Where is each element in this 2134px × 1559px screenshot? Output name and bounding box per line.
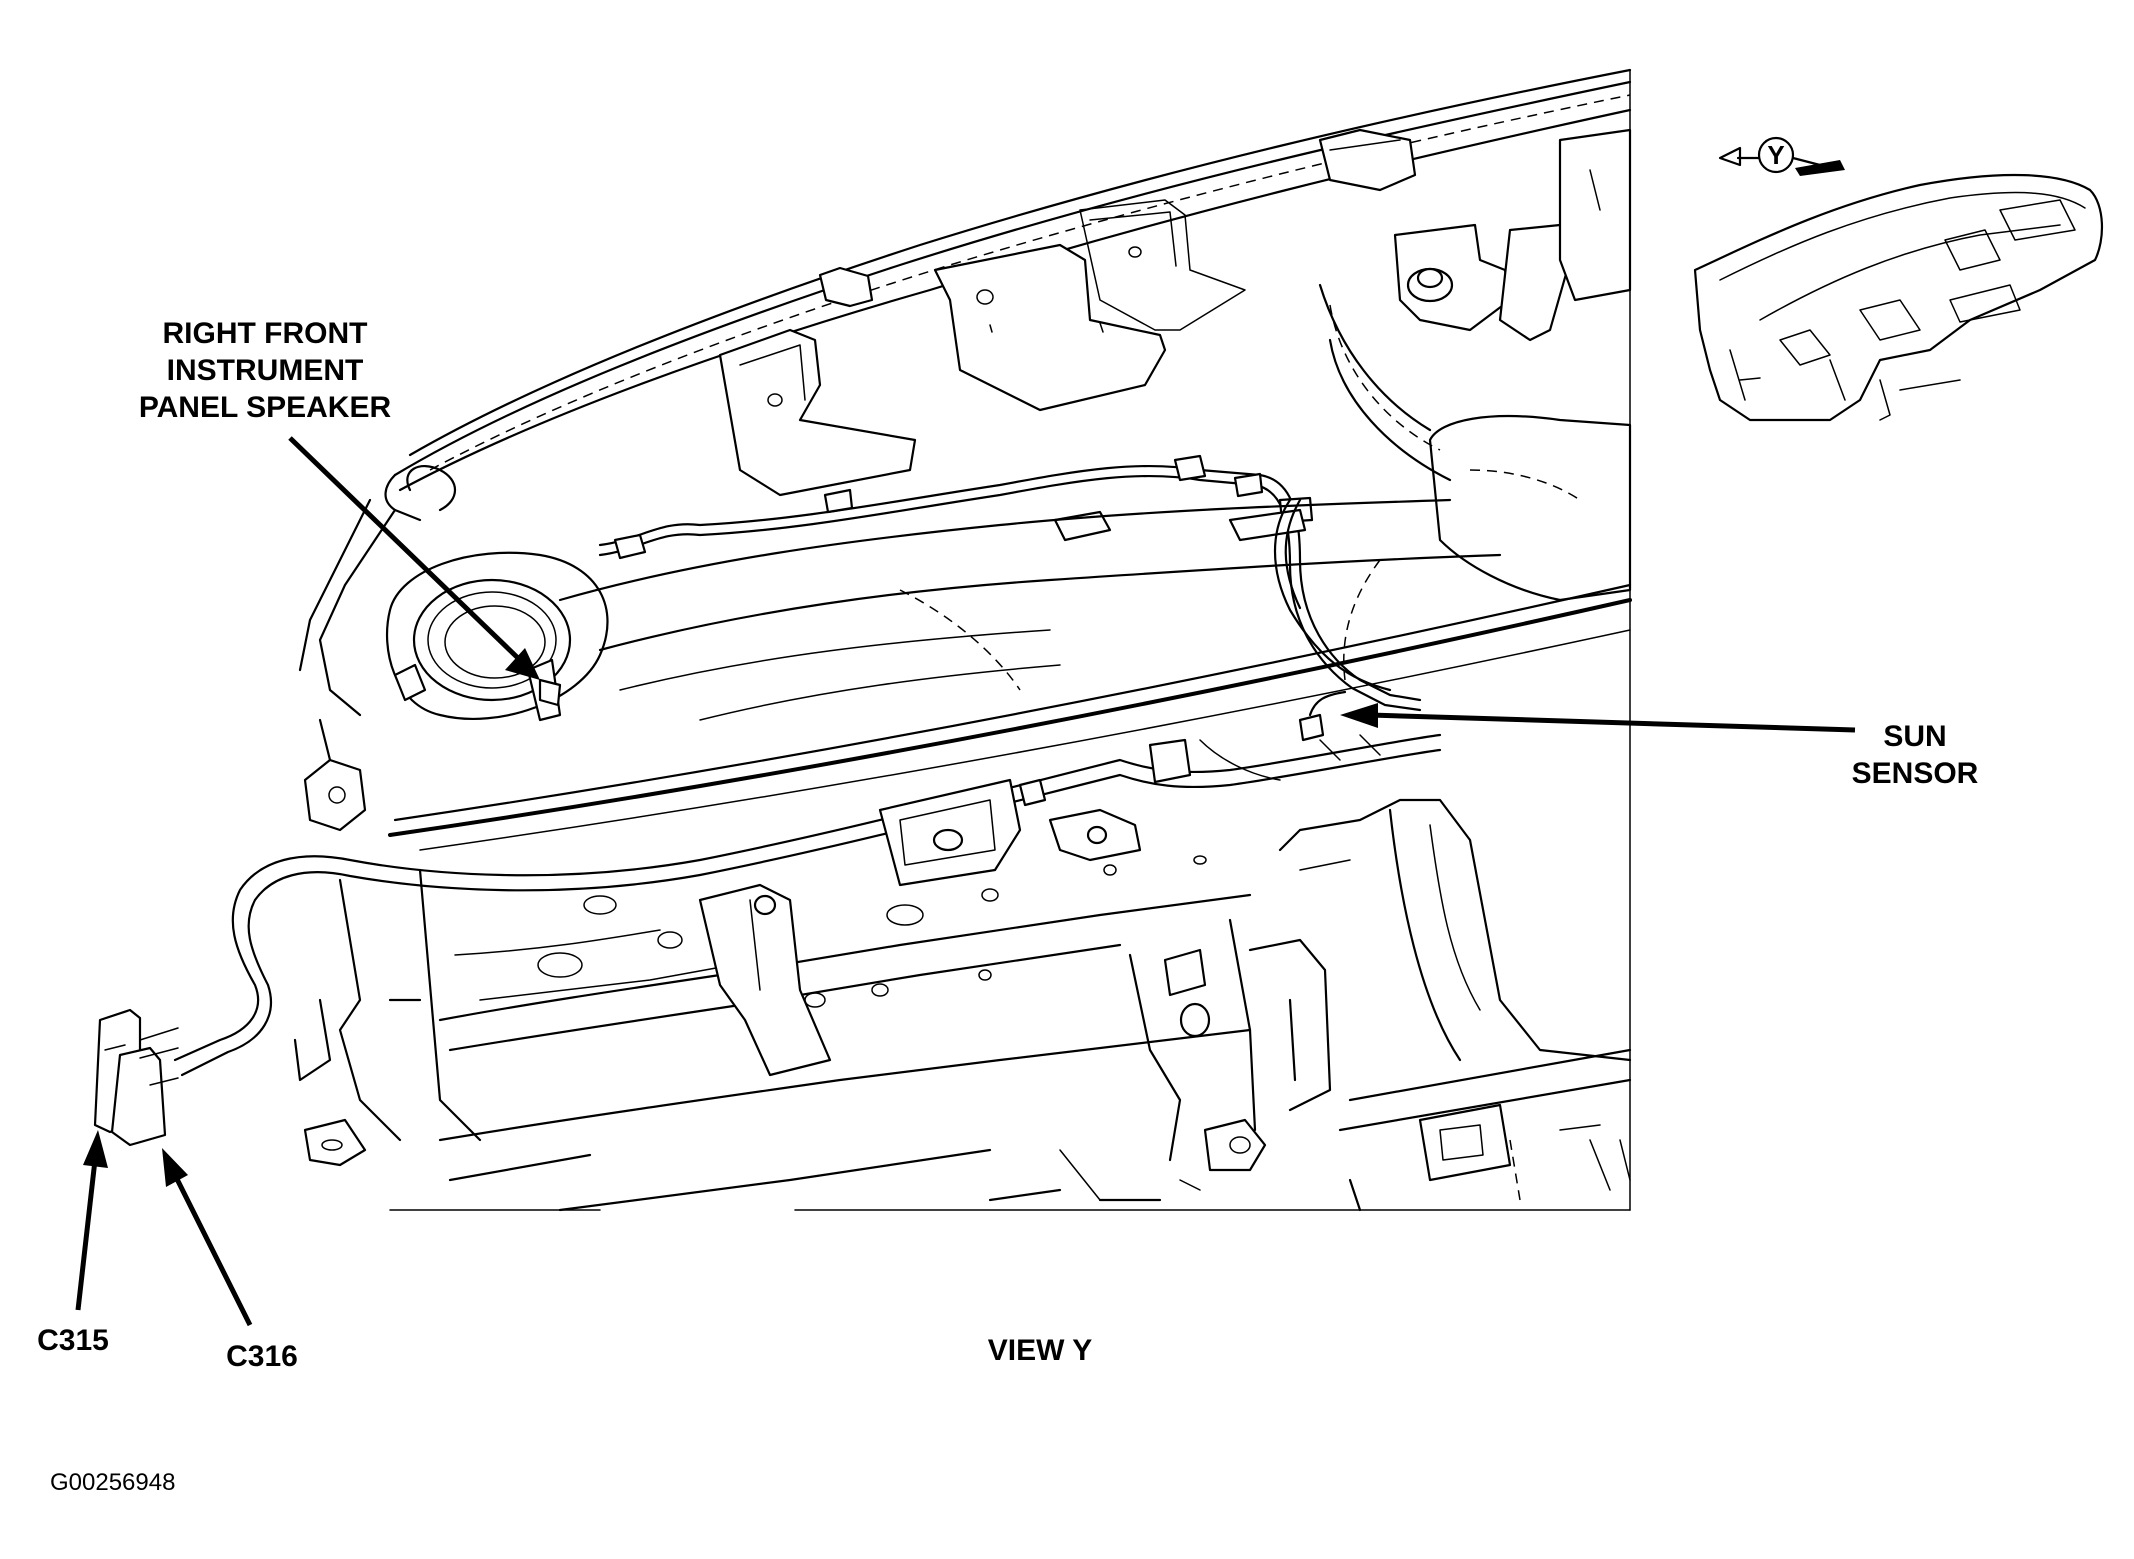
view-title: VIEW Y [988, 1334, 1092, 1367]
inset-dashboard-view: Y [1693, 136, 2104, 422]
c315-label: C315 [37, 1324, 109, 1357]
c315-leader-arrow [75, 1159, 98, 1311]
view-direction-marker: Y [1718, 136, 1845, 176]
speaker-label-line-1: RIGHT FRONT [163, 317, 368, 350]
c316-leader-arrow [172, 1173, 253, 1327]
view-marker-text: Y [1767, 140, 1784, 170]
speaker-label-line-3: PANEL SPEAKER [139, 391, 392, 424]
sun-sensor-label-line-2: SENSOR [1852, 757, 1979, 790]
speaker-label: RIGHT FRONT INSTRUMENT PANEL SPEAKER [139, 317, 392, 424]
sun-sensor-label-line-1: SUN [1883, 720, 1946, 753]
sun-sensor-label: SUN SENSOR [1852, 720, 1979, 790]
connector-block [93, 1008, 179, 1147]
c316-label: C316 [226, 1340, 298, 1373]
instrument-panel-drawing [93, 68, 1632, 1212]
sun-sensor-leader-arrow [1369, 712, 1856, 733]
speaker-leader-arrow [288, 436, 522, 662]
leader-arrows [75, 436, 1856, 1327]
speaker-label-line-2: INSTRUMENT [167, 354, 364, 387]
figure-code: G00256948 [50, 1469, 175, 1496]
